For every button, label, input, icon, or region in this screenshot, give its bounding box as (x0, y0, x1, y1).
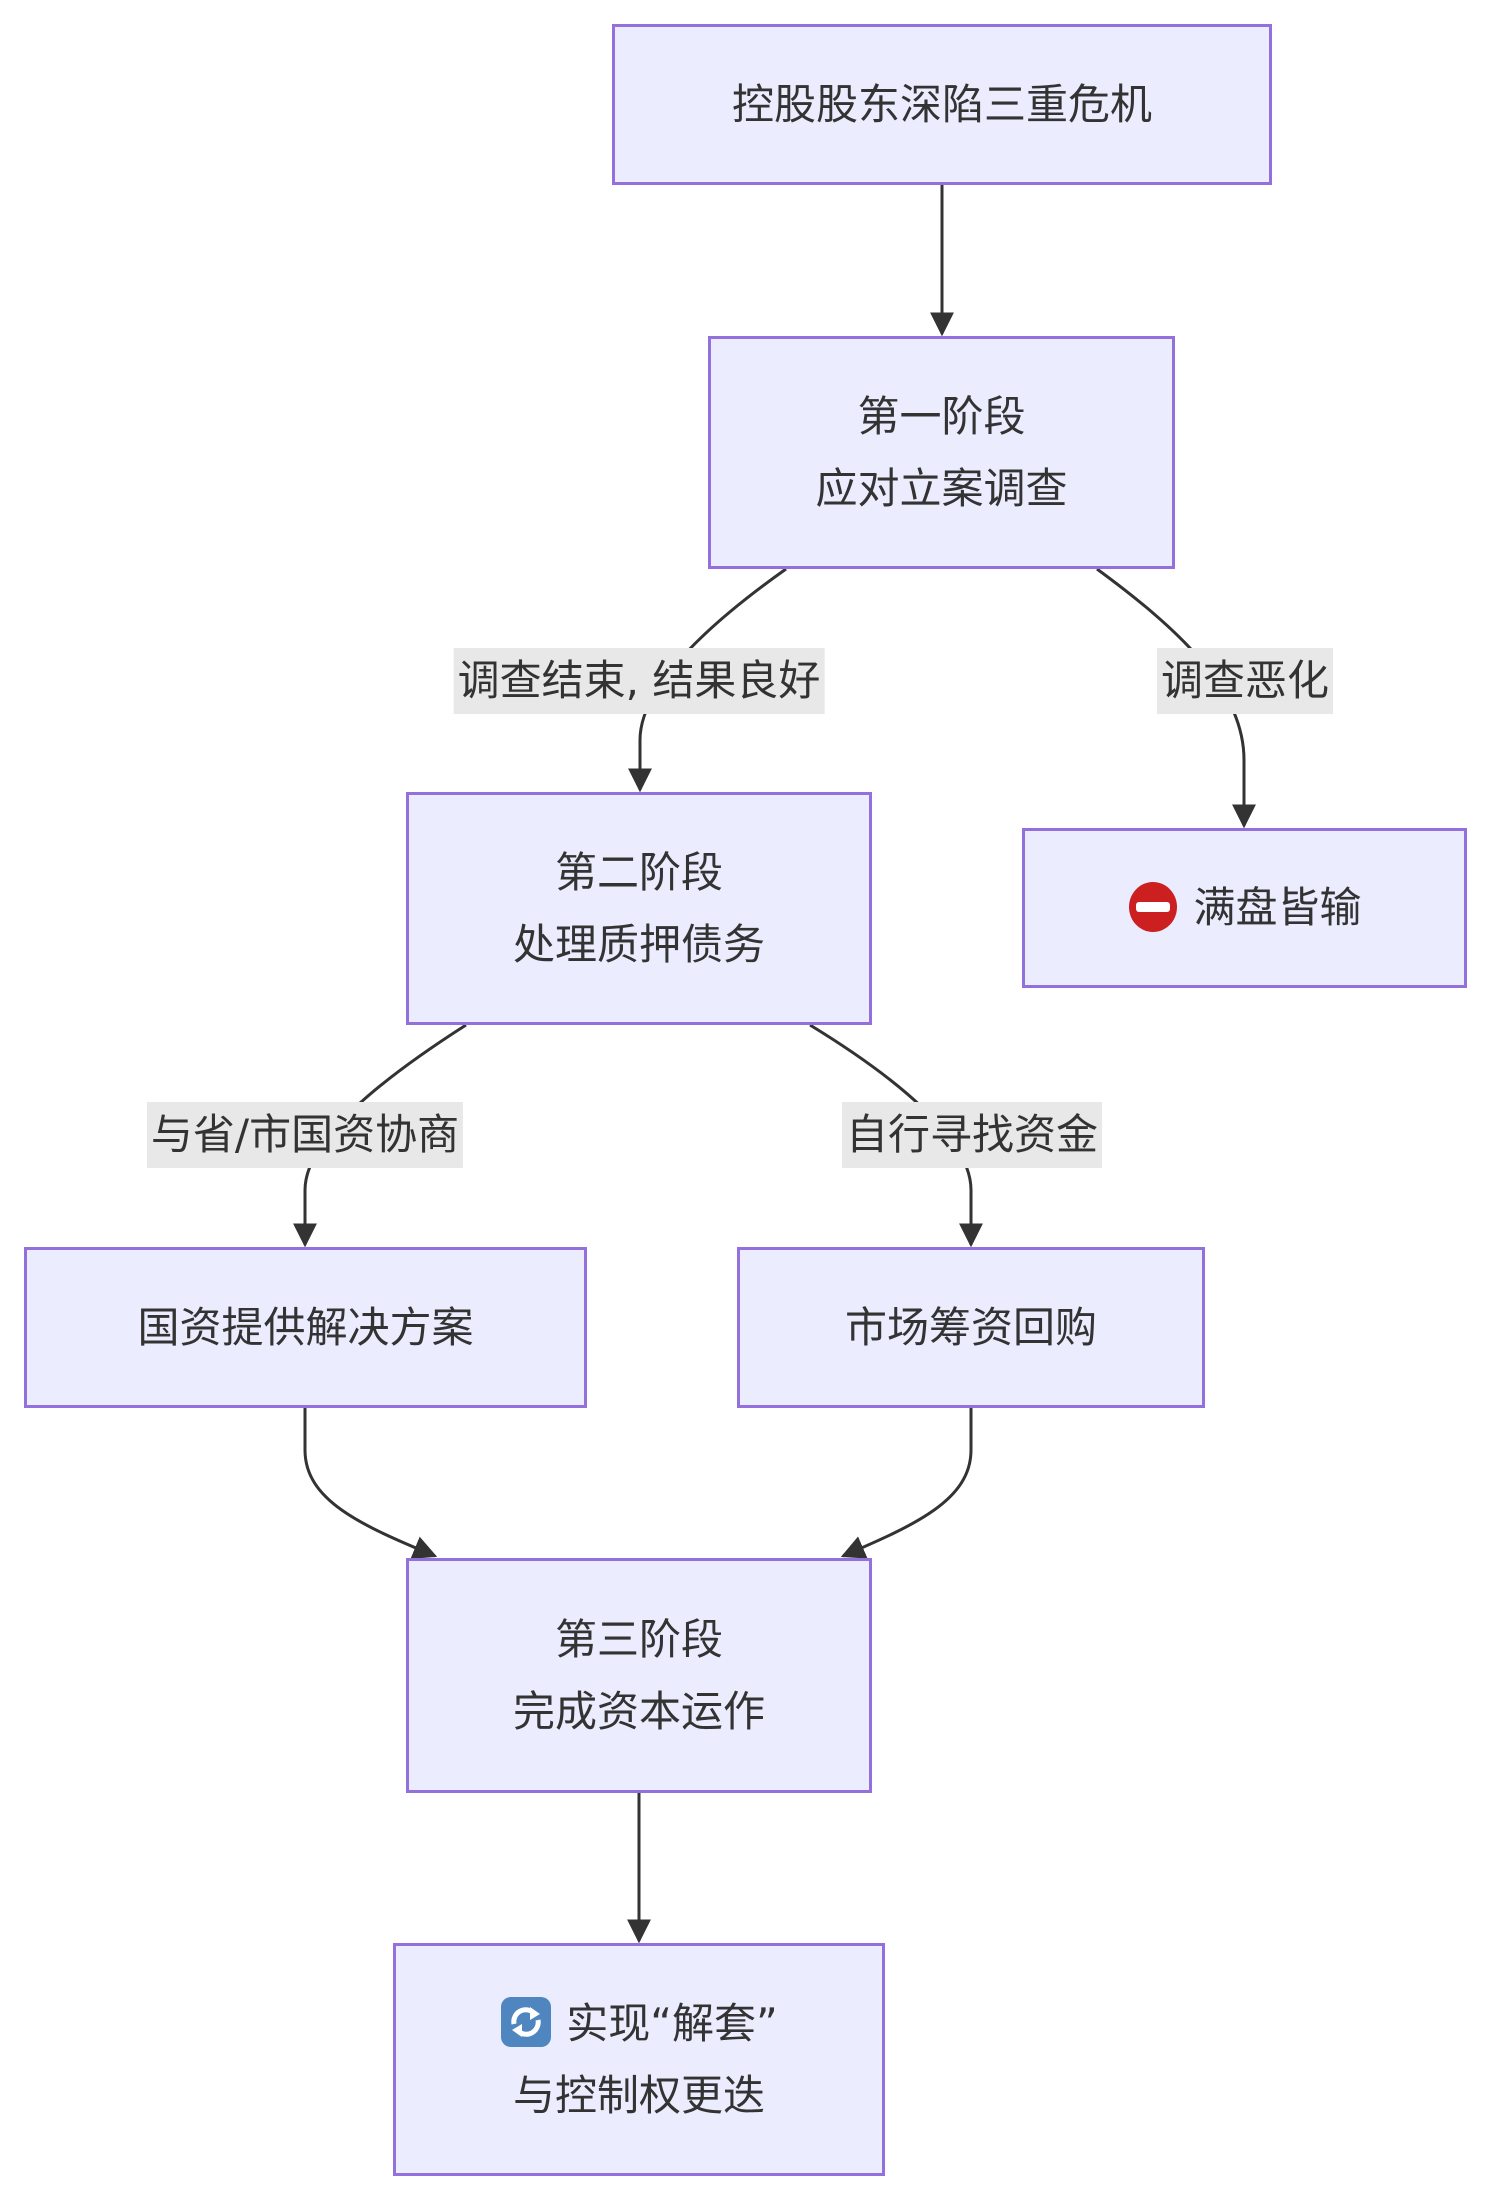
node-loss-row: 满盘皆输 (1127, 872, 1362, 944)
edge-state-stage3 (303, 1408, 438, 1559)
node-stage1-text: 应对立案调查 (815, 463, 1068, 513)
node-stage1: 第一阶段 应对立案调查 (708, 336, 1175, 569)
node-stage3: 第三阶段 完成资本运作 (406, 1558, 872, 1793)
edge-label-stage2-market: 自行寻找资金 (841, 1102, 1103, 1168)
node-state: 国资提供解决方案 (24, 1247, 587, 1408)
node-outcome-text: 实现“解套” (566, 1998, 778, 2048)
no-entry-icon (1129, 881, 1178, 932)
node-loss-text: 满盘皆输 (1193, 883, 1362, 932)
node-outcome-row: 实现“解套” (500, 1988, 778, 2060)
counterclockwise-arrows-icon (501, 1997, 552, 2047)
edge-label-stage1-stage2: 调查结束, 结果良好 (453, 648, 825, 714)
node-crisis-text: 控股股东深陷三重危机 (731, 79, 1152, 129)
node-stage3-text: 完成资本运作 (512, 1686, 765, 1736)
node-market: 市场筹资回购 (737, 1247, 1205, 1408)
node-stage1-title: 第一阶段 (857, 391, 1026, 441)
node-stage2: 第二阶段 处理质押债务 (406, 792, 872, 1025)
edge-market-stage3 (840, 1408, 973, 1559)
node-crisis: 控股股东深陷三重危机 (612, 24, 1272, 185)
node-market-text: 市场筹资回购 (844, 1302, 1097, 1352)
node-loss: 满盘皆输 (1022, 828, 1467, 988)
node-stage2-text: 处理质押债务 (512, 919, 765, 969)
node-stage3-title: 第三阶段 (554, 1614, 723, 1664)
node-outcome-text-2: 与控制权更迭 (512, 2070, 765, 2120)
node-state-text: 国资提供解决方案 (137, 1302, 474, 1352)
node-stage2-title: 第二阶段 (554, 847, 723, 897)
edge-label-stage2-state: 与省/市国资协商 (146, 1102, 464, 1168)
edge-label-stage1-loss: 调查恶化 (1156, 648, 1334, 714)
node-outcome: 实现“解套” 与控制权更迭 (393, 1943, 885, 2176)
